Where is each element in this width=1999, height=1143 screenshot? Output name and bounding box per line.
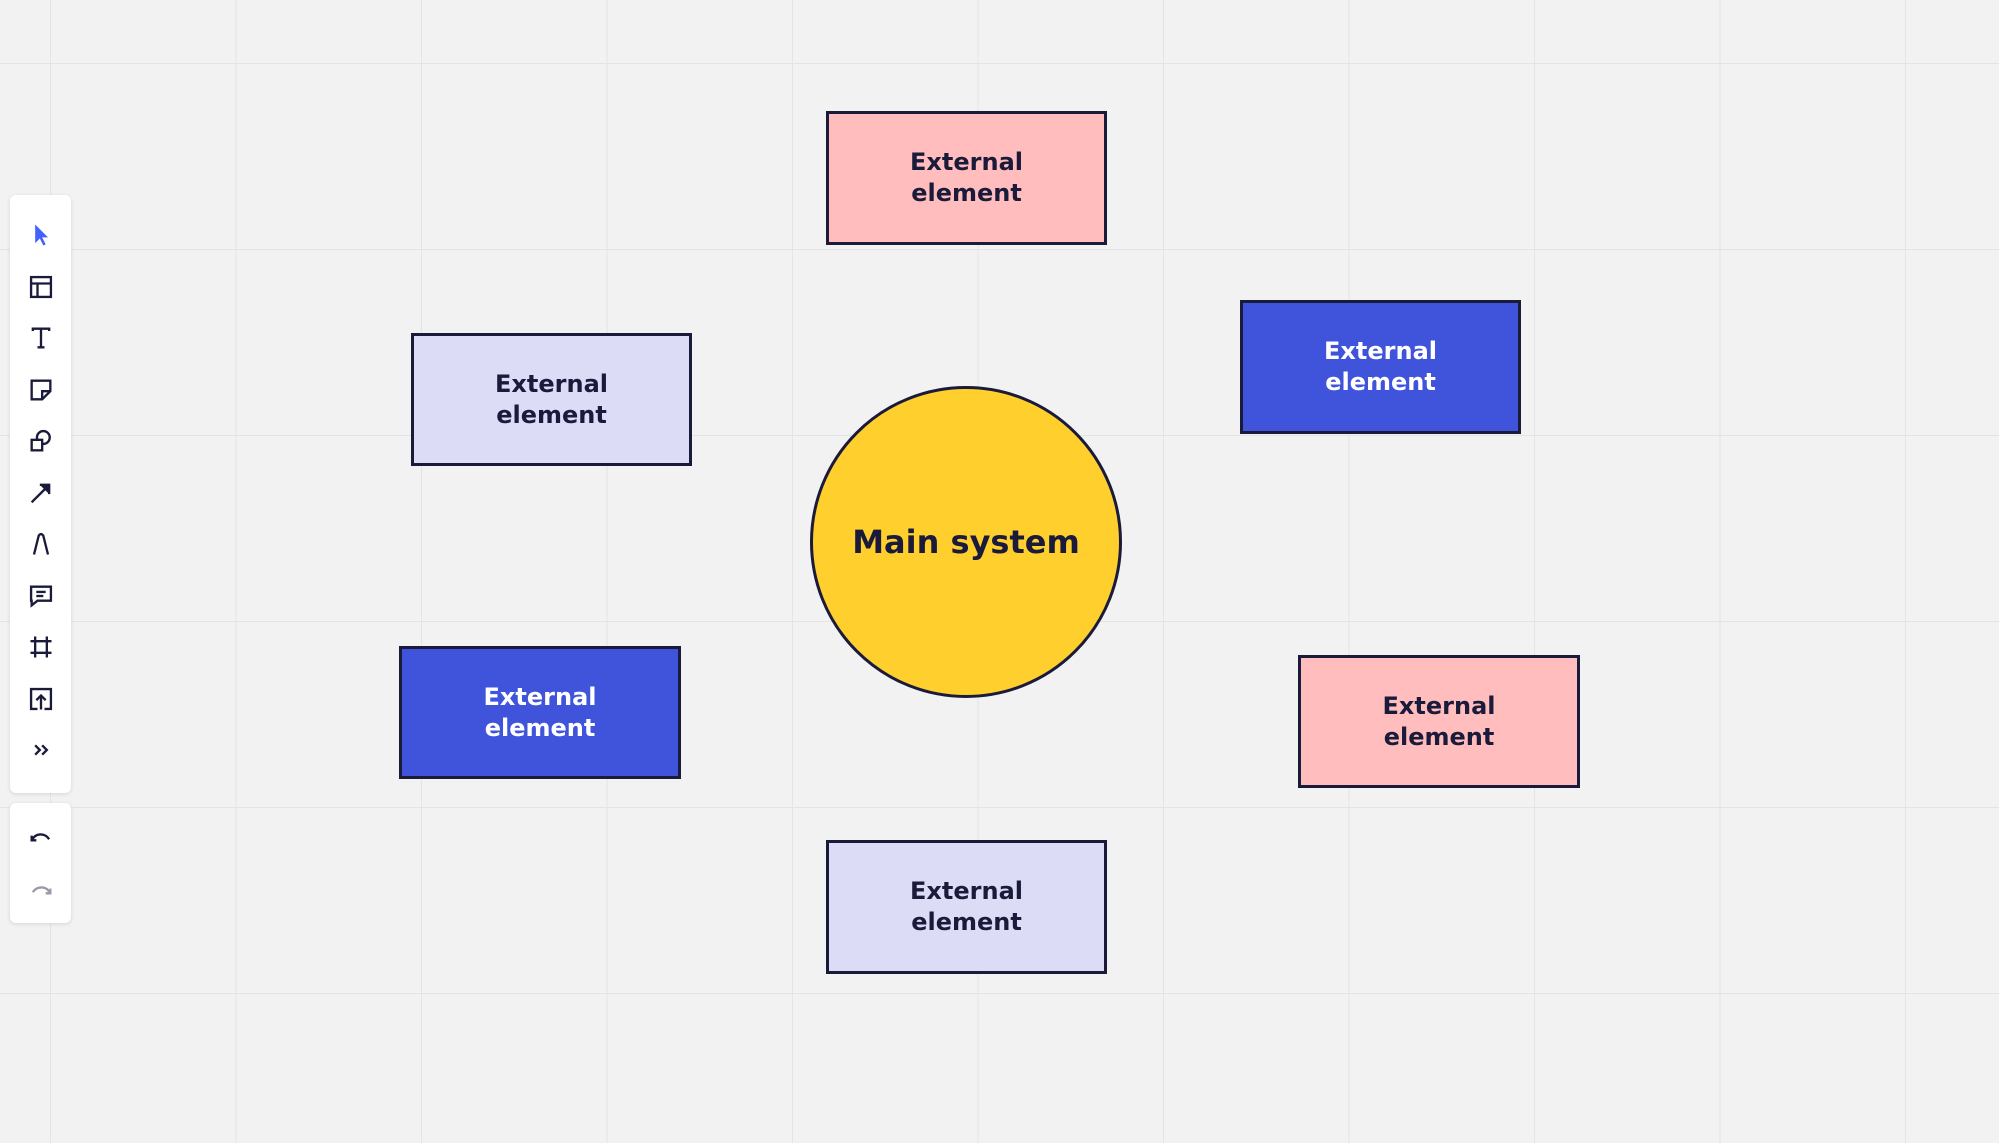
undo-icon: [30, 833, 50, 842]
sticky-note-icon: [30, 379, 51, 400]
text-tool[interactable]: [19, 316, 63, 360]
external-element-node[interactable]: External element: [399, 646, 681, 779]
connection-line-tool[interactable]: [19, 471, 63, 515]
shapes-icon: [30, 429, 51, 452]
comment-icon: [29, 585, 52, 608]
templates-icon: [29, 275, 52, 298]
more-tools-button[interactable]: [19, 728, 63, 772]
select-tool[interactable]: [19, 213, 63, 257]
history-toolbar: [10, 803, 71, 923]
select-icon: [34, 224, 48, 246]
redo-icon: [31, 886, 51, 895]
external-element-label: External element: [910, 148, 1023, 207]
templates-tool[interactable]: [19, 265, 63, 309]
external-element-node[interactable]: External element: [411, 333, 692, 466]
external-element-node[interactable]: External element: [826, 840, 1107, 974]
upload-tool[interactable]: [19, 677, 63, 721]
pen-icon: [32, 532, 49, 555]
main-system-label: Main system: [852, 523, 1080, 561]
main-system-node[interactable]: Main system: [810, 386, 1122, 698]
external-element-label: External element: [1382, 691, 1496, 751]
more-tools-icon: [33, 744, 48, 756]
external-element-label: External element: [1324, 337, 1437, 396]
comment-tool[interactable]: [19, 574, 63, 618]
connection-line-icon: [30, 483, 50, 503]
text-icon: [31, 327, 50, 349]
creation-toolbar: [10, 195, 71, 793]
redo-button[interactable]: [19, 871, 63, 912]
external-element-node[interactable]: External element: [1240, 300, 1521, 434]
external-element-label: External element: [495, 369, 608, 429]
external-element-node[interactable]: External element: [1298, 655, 1580, 788]
frame-tool[interactable]: [19, 625, 63, 669]
undo-button[interactable]: [19, 818, 63, 859]
external-element-label: External element: [483, 682, 597, 742]
sticky-note-tool[interactable]: [19, 368, 63, 412]
external-element-label: External element: [910, 877, 1023, 936]
shapes-tool[interactable]: [19, 419, 63, 463]
upload-icon: [29, 687, 52, 710]
pen-tool[interactable]: [19, 522, 63, 566]
external-element-node[interactable]: External element: [826, 111, 1107, 245]
frame-icon: [30, 636, 51, 658]
